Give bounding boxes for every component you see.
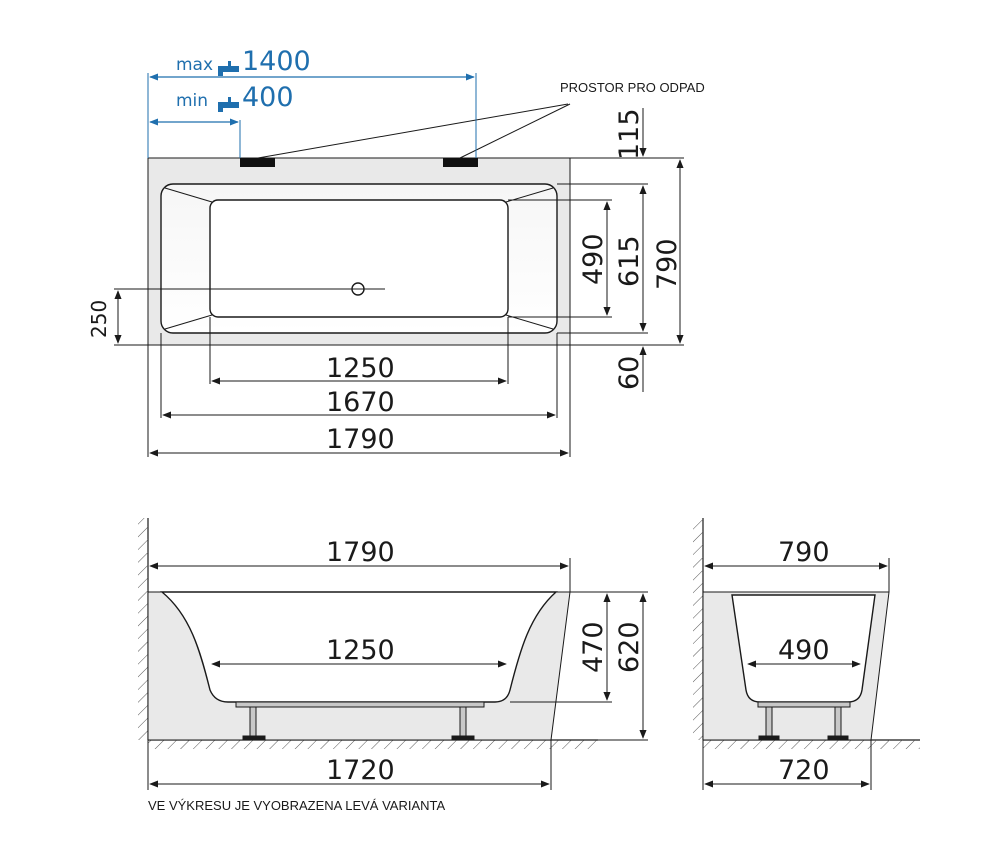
leg (757, 701, 851, 708)
leg (765, 706, 773, 738)
drain-space-right (443, 158, 478, 167)
dim-side-top-length: 1790 (326, 537, 395, 568)
leg (459, 706, 467, 738)
leg (242, 735, 266, 741)
dim-inner-floor: 1250 (326, 353, 395, 384)
leg (834, 706, 842, 738)
leg (758, 735, 780, 741)
faucet-icon (218, 61, 239, 76)
max-value: 1400 (242, 46, 311, 77)
dim-bottom-offset: 60 (614, 356, 645, 390)
leg (249, 706, 257, 738)
faucet-dimensions: max 1400 min 400 (147, 46, 477, 158)
tub-floor (209, 199, 509, 318)
floor-hatch (148, 740, 598, 749)
dim-top-offset: 115 (614, 108, 645, 160)
footnote: VE VÝKRESU JE VYOBRAZENA LEVÁ VARIANTA (148, 798, 445, 813)
drain-space-label: PROSTOR PRO ODPAD (560, 80, 705, 95)
leg (827, 735, 849, 741)
dim-drain-offset: 250 (87, 300, 111, 338)
end-view: 790 490 720 (693, 518, 920, 790)
leg (451, 735, 475, 741)
dim-side-inner-depth: 470 (578, 621, 609, 673)
floor-hatch (703, 740, 920, 749)
drain-space-left (240, 158, 275, 167)
max-label: max (176, 55, 213, 75)
dim-side-total-height: 620 (614, 621, 645, 673)
faucet-icon (218, 97, 239, 112)
wall-hatch (138, 518, 148, 740)
dim-floor-width: 490 (578, 233, 609, 285)
dim-side-base-length: 1720 (326, 755, 395, 786)
side-view: 1790 1250 1720 470 620 (138, 518, 648, 790)
dim-end-base-width: 720 (778, 755, 830, 786)
dim-end-floor-width: 490 (778, 635, 830, 666)
dim-total-length: 1790 (326, 424, 395, 455)
tub-basin-side (160, 591, 558, 703)
dim-side-floor-length: 1250 (326, 635, 395, 666)
dim-total-width: 790 (652, 238, 683, 290)
min-value: 400 (242, 82, 294, 113)
leg (235, 701, 485, 708)
dim-end-top-width: 790 (778, 537, 830, 568)
dim-inner-rim: 1670 (326, 387, 395, 418)
dim-inner-width: 615 (614, 235, 645, 287)
min-label: min (176, 91, 208, 111)
wall-hatch (693, 518, 703, 740)
top-view: PROSTOR PRO ODPAD max 1400 min 400 (87, 46, 705, 457)
